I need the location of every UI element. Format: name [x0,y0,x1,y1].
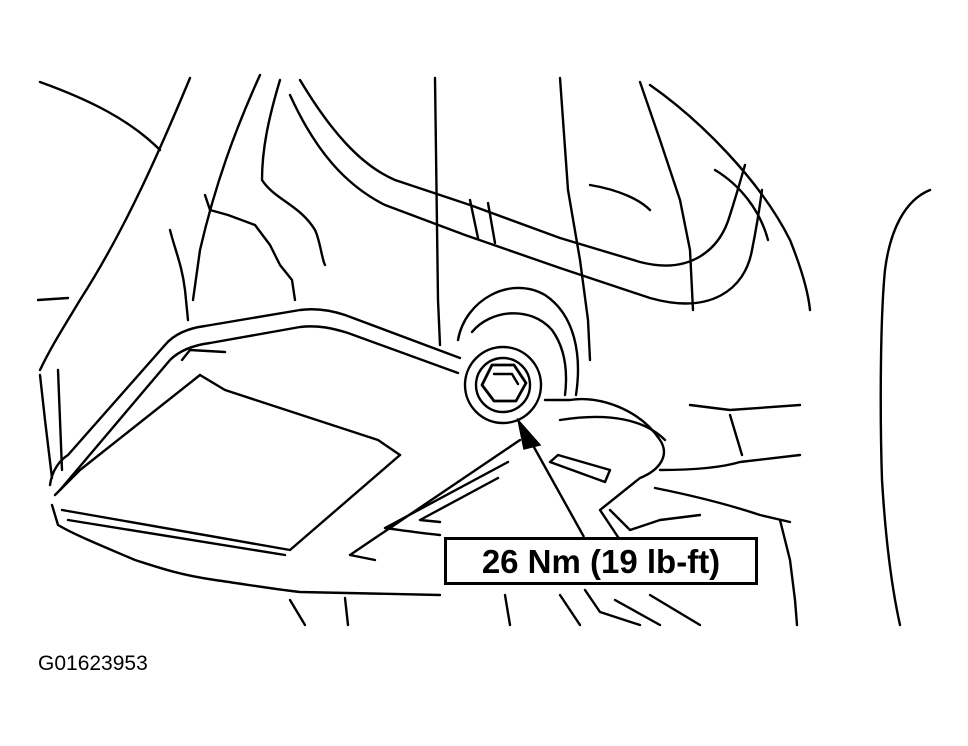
left-housing-edge [40,375,52,478]
housing-upper-edge-2 [262,80,325,265]
cooler-line-lower [290,95,762,303]
oil-pan-top-flange [50,309,460,485]
housing-rib [205,195,295,300]
upper-left-contour [40,82,160,150]
oil-pan-face-corner [182,350,225,360]
drain-plug-hex-head [482,365,526,401]
oil-pan-face-lower [68,520,285,555]
drain-plug-boss-inner [472,313,566,395]
left-block-curve [40,78,190,370]
left-housing-edge-2 [58,370,62,470]
drain-plug-washer [465,347,541,423]
bg-vertical-3 [640,82,693,310]
torque-callout-box: 26 Nm (19 lb-ft) [444,537,758,585]
bottom-edge-2 [345,598,348,625]
oil-pan-face-edge [62,455,400,550]
pan-flange-right [545,399,664,540]
pan-right-rear-3 [690,405,800,410]
pan-right-lower [610,510,700,530]
bottom-edge-3 [505,595,510,625]
bottom-edge-4 [585,590,640,625]
figure-id-label: G01623953 [38,652,148,675]
bg-line-right [590,185,650,210]
pan-right-bottom [780,520,797,625]
bottom-edge-1 [290,600,305,625]
oil-pan-flange-inner [60,326,458,490]
far-right-edge [881,190,930,625]
oil-pan-face-top [200,375,400,455]
oil-pan-bottom-front [52,505,440,595]
pan-right-rear-4 [730,415,742,455]
callout-arrowhead [518,420,540,449]
bottom-edge-6 [615,600,660,625]
pan-right-ridge-3 [420,478,498,522]
pan-flange-right-2 [550,455,610,482]
pan-right-rear [660,455,800,470]
pan-right-ridge-2 [385,462,508,535]
housing-upper-edge-1 [193,75,260,300]
drain-plug-hex-ridge [494,374,518,384]
drain-plug-boss [458,288,578,395]
cooler-line-clip [470,200,495,243]
left-block-ledge [38,298,68,300]
pan-right-ridge [350,440,520,560]
pan-right-rear-2 [655,488,790,522]
cooler-line-upper [300,80,745,265]
bottom-edge-7 [650,595,700,625]
bg-vertical-1 [435,78,440,345]
cooler-line-right-end [715,170,768,240]
drain-plug-washer-inner [476,358,530,412]
torque-specification-label: 26 Nm (19 lb-ft) [481,542,721,580]
bg-vertical-2 [560,78,590,360]
housing-notch [170,230,188,320]
bottom-edge-5 [560,595,580,625]
bg-curve-right [650,85,810,310]
callout-leader-line [530,440,584,537]
pan-flange-right-3 [560,417,665,440]
oil-pan-flange-lower [55,375,200,495]
